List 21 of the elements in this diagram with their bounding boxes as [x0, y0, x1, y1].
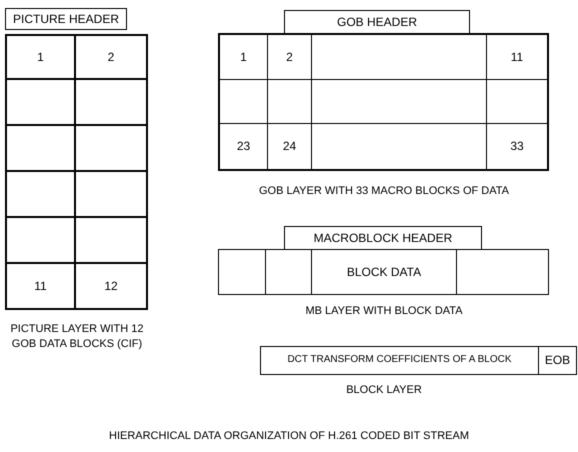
cell: 2	[268, 33, 312, 80]
cell: 1	[218, 33, 268, 80]
cell: DCT TRANSFORM COEFFICIENTS OF A BLOCK	[260, 346, 539, 375]
cell: 23	[218, 124, 268, 171]
cell: BLOCK DATA	[312, 249, 457, 295]
cell: GOB HEADER	[284, 10, 470, 34]
layer-caption: GOB LAYER WITH 33 MACRO BLOCKS OF DATA	[258, 184, 510, 199]
cell: MACROBLOCK HEADER	[284, 226, 482, 250]
cell: 24	[268, 124, 312, 171]
cell: EOB	[539, 346, 577, 375]
cell: PICTURE HEADER	[5, 8, 127, 30]
caption: HIERARCHICAL DATA ORGANIZATION OF H.261 CODED BIT STREAM	[108, 429, 470, 444]
cell: 1	[5, 34, 76, 80]
cell: 2	[76, 34, 148, 80]
layer-caption: PICTURE LAYER WITH 12 GOB DATA BLOCKS (CIF)	[9, 322, 145, 352]
layer-caption: MB LAYER WITH BLOCK DATA	[304, 304, 464, 319]
cell: 11	[5, 264, 76, 310]
cell: 33	[487, 124, 549, 171]
layer-caption: BLOCK LAYER	[345, 383, 423, 398]
cell: 11	[487, 33, 549, 80]
cell: 12	[76, 264, 148, 310]
